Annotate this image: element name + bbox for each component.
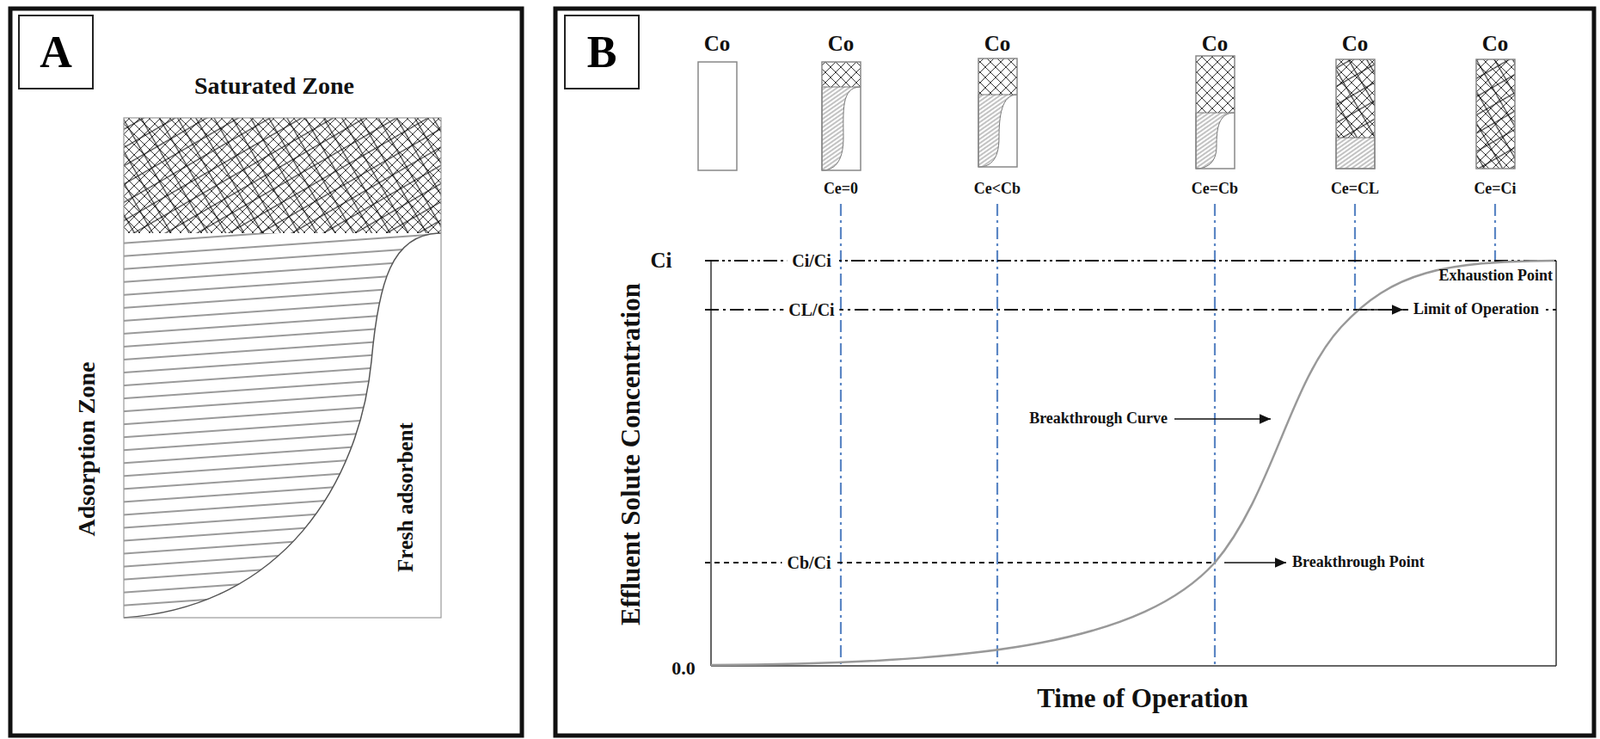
- inlet-label: Co: [1201, 31, 1229, 56]
- saturated-zone: [1195, 55, 1235, 113]
- time-marker: [1494, 203, 1496, 261]
- column-set: [698, 55, 1515, 171]
- ratio-label: Cb/Ci: [781, 552, 836, 572]
- point-label: Limit of Operation: [1408, 300, 1545, 319]
- point-label: Exhaustion Point: [1438, 267, 1553, 285]
- panel-letter-box: A: [18, 14, 94, 90]
- pointer-arrow: [1174, 417, 1271, 420]
- pointer-arrow: [1224, 561, 1287, 564]
- inlet-label: Co: [1342, 31, 1369, 56]
- adsorption-zone: [1336, 137, 1375, 169]
- zone-label: Saturated Zone: [194, 73, 355, 100]
- inlet-label: Co: [704, 31, 731, 56]
- adsorption-zone: [1195, 112, 1235, 169]
- effluent-label: Ce=0: [823, 180, 859, 198]
- breakthrough-curve: [711, 260, 1555, 665]
- time-marker: [1213, 203, 1216, 666]
- inlet-label: Co: [827, 31, 855, 56]
- column: [978, 58, 1018, 167]
- time-marker: [1354, 203, 1356, 310]
- panel-letter-box: B: [563, 14, 640, 90]
- ratio-label: Ci/Ci: [786, 251, 837, 270]
- zone-label: Adsorption Zone: [73, 361, 101, 536]
- x-axis: [711, 664, 1557, 667]
- zone-label: Fresh adsorbent: [393, 422, 418, 572]
- saturated-zone: [1336, 59, 1375, 138]
- chart-border: [1555, 260, 1558, 666]
- effluent-label: Ce<Cb: [974, 180, 1021, 198]
- adsorption-front: [123, 232, 442, 618]
- column: [1476, 59, 1515, 169]
- effluent-label: Ce=CL: [1330, 180, 1380, 198]
- adsorption-zone: [123, 232, 442, 618]
- time-marker: [839, 203, 842, 666]
- saturated-zone: [123, 117, 442, 233]
- panel-letter: A: [39, 30, 73, 75]
- panel-frame: [10, 8, 522, 736]
- curve-label: Breakthrough Curve: [1029, 410, 1168, 428]
- axis-title: Effluent Solute Concentration: [616, 282, 646, 626]
- adsorption-zone: [978, 94, 1018, 167]
- saturated-zone-hatch: [1476, 59, 1515, 169]
- ratio-label: CL/Ci: [783, 300, 840, 319]
- column: [1195, 55, 1235, 169]
- panel-frame: [555, 8, 1594, 736]
- panel-letter: B: [587, 30, 618, 75]
- inlet-label: Co: [1482, 31, 1509, 56]
- column: [698, 61, 737, 171]
- axis-label: Ci: [650, 248, 673, 273]
- saturated-zone: [1476, 59, 1515, 169]
- effluent-label: Ce=Cb: [1191, 180, 1239, 198]
- saturated-zone-hatch: [1336, 59, 1375, 138]
- saturated-zone-hatch: [123, 117, 442, 233]
- saturated-zone: [978, 58, 1018, 95]
- saturated-zone: [821, 61, 861, 87]
- pointer-arrow: [1357, 308, 1404, 311]
- y-axis: [710, 260, 712, 666]
- axis-tick: 0.0: [671, 657, 696, 679]
- axis-title: Time of Operation: [1036, 683, 1249, 713]
- time-marker: [996, 203, 999, 666]
- column-outline: [123, 117, 442, 618]
- point-label: Breakthrough Point: [1292, 553, 1425, 571]
- effluent-label: Ce=Ci: [1473, 180, 1516, 198]
- column: [821, 61, 861, 171]
- adsorption-zone: [821, 86, 861, 171]
- column: [1336, 59, 1375, 169]
- inlet-label: Co: [984, 31, 1012, 56]
